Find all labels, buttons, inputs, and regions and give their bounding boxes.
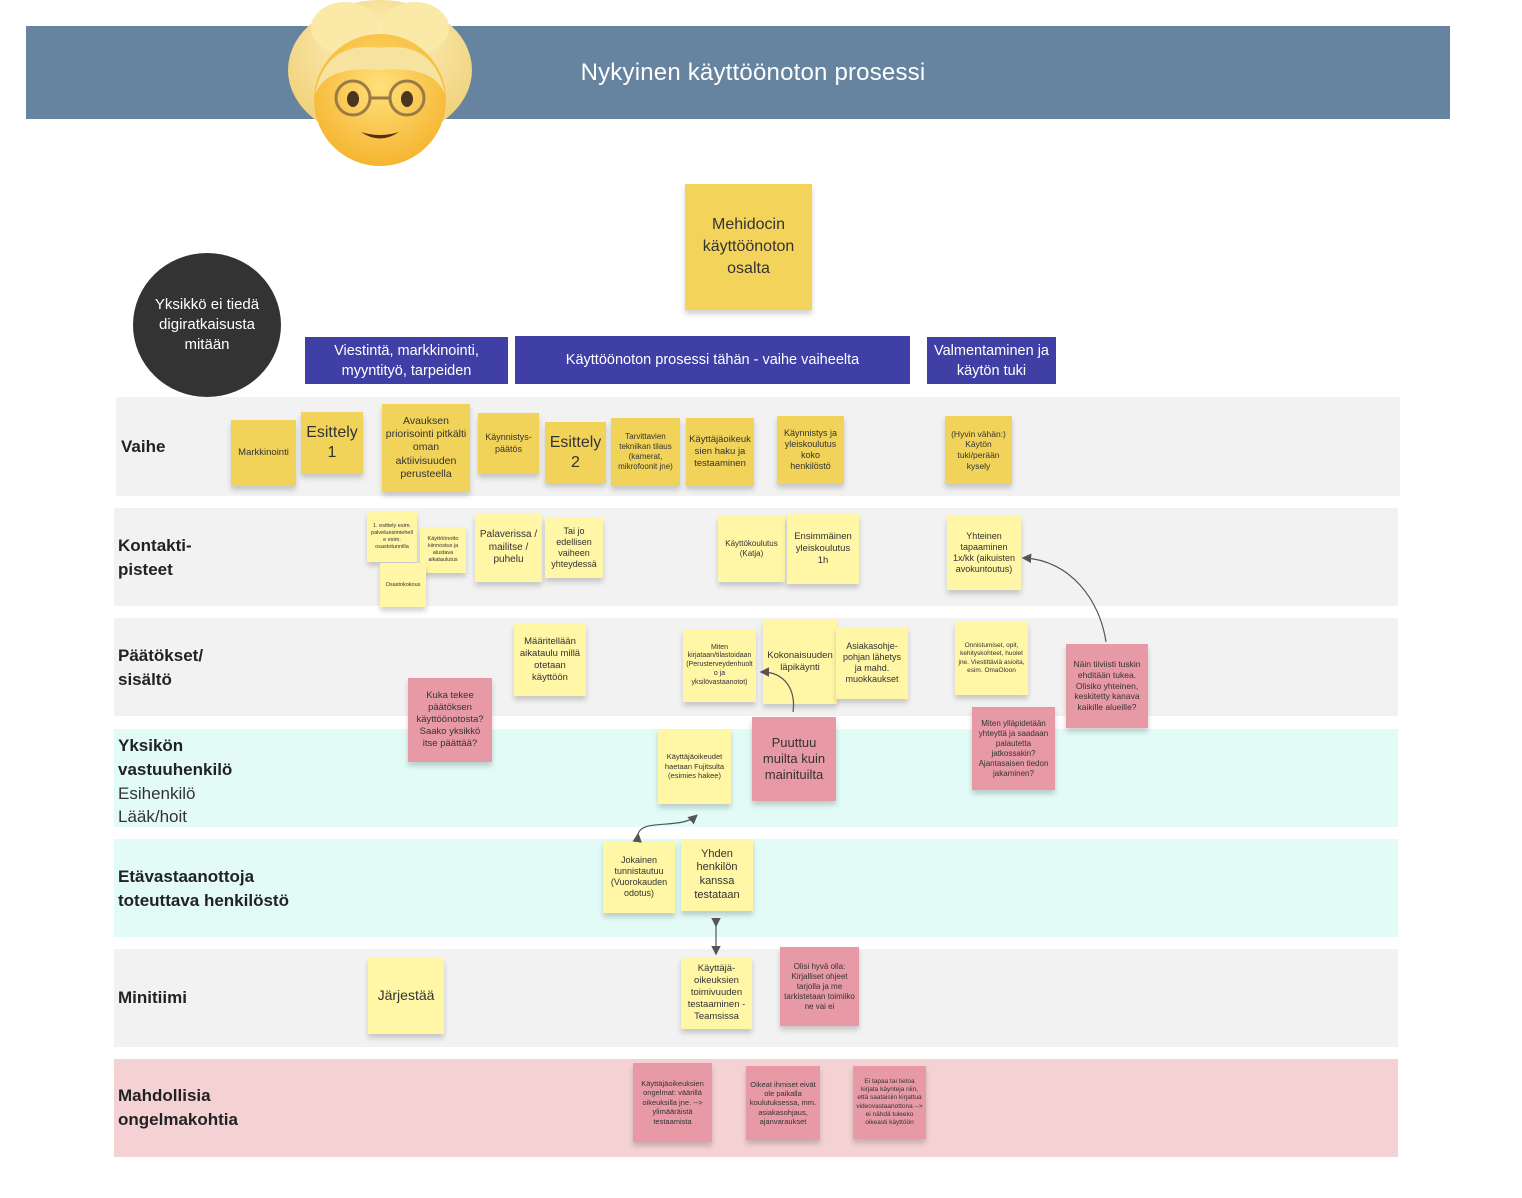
sticky-note-yhteinen[interactable]: Yhteinen tapaaminen 1x/kk (aikuisten avo…	[947, 516, 1021, 590]
sticky-note-osastokokous[interactable]: Osastokokous	[380, 563, 426, 607]
arrow-jokainen-to-kayttajaoikeudet	[632, 814, 698, 843]
lane-label-vaihe: Vaihe	[121, 437, 166, 456]
sticky-note-hyvin-vahan[interactable]: (Hyvin vähän:) Käytön tuki/perään kysely	[945, 416, 1012, 484]
sticky-note-miten-yllapidetaan[interactable]: Miten ylläpidetään yhteyttä ja saadaan p…	[972, 707, 1055, 790]
arrow-puuttuu-to-kokonaisuuden	[759, 667, 795, 713]
sticky-note-tarvittavien[interactable]: Tarvittavien tekniikan tilaus (kamerat, …	[611, 418, 680, 486]
lane-label-kontaktipisteet: Kontakti-pisteet	[118, 536, 192, 579]
sticky-note-oikeat-ihmiset[interactable]: Oikeat ihmiset eivät ole paikalla koulut…	[746, 1066, 820, 1140]
sticky-note-kaynnistys-yleiskoulutus[interactable]: Käynnistys ja yleiskoulutus koko henkilö…	[777, 416, 844, 484]
sticky-note-tai-jo[interactable]: Tai jo edellisen vaiheen yhteydessä	[545, 518, 603, 578]
sticky-note-esittely2[interactable]: Esittely 2	[545, 422, 606, 483]
sticky-note-olisi-hyva[interactable]: Olisi hyvä olla: Kirjalliset ohjeet tarj…	[780, 947, 859, 1026]
sticky-note-kayttajaoikeuksien-ongelmat[interactable]: Käyttäjäoikeuksien ongelmat: väärillä oi…	[633, 1063, 712, 1142]
sticky-note-kuka-tekee[interactable]: Kuka tekee päätöksen käyttöönotosta? Saa…	[408, 678, 492, 762]
sticky-note-kayttaja-oikeuksien[interactable]: Käyttäjä-oikeuksien toimivuuden testaami…	[681, 957, 752, 1029]
sticky-note-ensimmainen[interactable]: Ensimmäinen yleiskoulutus 1h	[787, 514, 859, 584]
center-note[interactable]: Mehidocin käyttöönoton osalta	[685, 184, 812, 310]
sticky-note-kayttajaoikeuksien-haku[interactable]: Käyttäjäoikeuksien haku ja testaaminen	[686, 418, 754, 486]
sticky-note-kayttokoulutus[interactable]: Käyttökoulutus (Katja)	[718, 516, 785, 582]
lane-label-paatokset: Päätökset/sisältö	[118, 646, 204, 689]
sticky-note-kaynnistyspaatos[interactable]: Käynnistys-päätös	[478, 413, 539, 474]
sticky-note-nain-tiiviisti[interactable]: Näin tiiviisti tuskin ehditään tukea. Ol…	[1066, 644, 1148, 728]
sticky-note-asiakasohje[interactable]: Asiakasohje-pohjan lähetys ja mahd. muok…	[836, 627, 908, 699]
older-woman-emoji-icon	[288, 0, 472, 166]
phase-viestinta[interactable]: Viestintä, markkinointi, myyntityö, tarp…	[305, 337, 508, 384]
page-title: Nykyinen käyttöönoton prosessi	[580, 58, 926, 86]
sticky-note-maaritellaan[interactable]: Määritellään aikataulu millä otetaan käy…	[514, 624, 586, 696]
sticky-note-kayttoonotto-kiinnostus[interactable]: Käyttöönotto kiinnostus ja alustava aika…	[420, 527, 466, 573]
sticky-note-ei-tapaa[interactable]: Ei tapaa tai tietoa kirjata käynteja nii…	[853, 1066, 926, 1139]
sticky-note-puuttuu[interactable]: Puuttuu muilta kuin mainituilta	[752, 717, 836, 801]
sticky-note-jokainen[interactable]: Jokainen tunnistautuu (Vuorokauden odotu…	[603, 841, 675, 913]
sticky-note-esittely1[interactable]: Esittely 1	[301, 412, 363, 474]
sticky-note-palaverissa[interactable]: Palaverissa / mailitse / puhelu	[475, 514, 542, 582]
arrow-nain-to-yhteinen	[1021, 553, 1107, 643]
circle-note[interactable]: Yksikkö ei tiedä digiratkaisusta mitään	[133, 253, 281, 397]
sticky-note-esittely-palvelu[interactable]: 1. esittely esim. palveluesimiehelle esi…	[367, 512, 417, 562]
sticky-note-yhden-henkilon[interactable]: Yhden henkilön kanssa testataan	[681, 839, 753, 911]
sticky-note-kokonaisuuden[interactable]: Kokonaisuuden läpikäynti	[763, 620, 837, 704]
sticky-note-onnistumiset[interactable]: Onnistumiset, opit, kehityskohteet, huol…	[955, 622, 1028, 695]
phase-kayttoonotto[interactable]: Käyttöönoton prosessi tähän - vaihe vaih…	[515, 336, 910, 384]
header-bar: Nykyinen käyttöönoton prosessi	[26, 26, 1450, 119]
sticky-note-markkinointi[interactable]: Markkinointi	[231, 420, 296, 486]
lane-paatokset	[114, 618, 1398, 716]
sticky-note-miten-kirjataan[interactable]: Miten kirjataan/tilastoidaan (Perusterve…	[683, 629, 756, 702]
circle-note-text: Yksikkö ei tiedä digiratkaisusta mitään	[154, 296, 260, 353]
sticky-note-jarjestaa[interactable]: Järjestää	[368, 958, 444, 1034]
lane-label-minitiimi: Minitiimi	[118, 988, 187, 1007]
sticky-note-kayttajaoikeudet-haetaan[interactable]: Käyttäjäoikeudet haetaan Fujitsulta (esi…	[658, 729, 731, 804]
phase-valmentaminen[interactable]: Valmentaminen ja käytön tuki	[927, 337, 1056, 384]
sticky-note-avauksen[interactable]: Avauksen priorisointi pitkälti oman akti…	[382, 404, 470, 492]
lane-minitiimi	[114, 949, 1398, 1047]
lane-etavastaanotto	[114, 839, 1398, 937]
